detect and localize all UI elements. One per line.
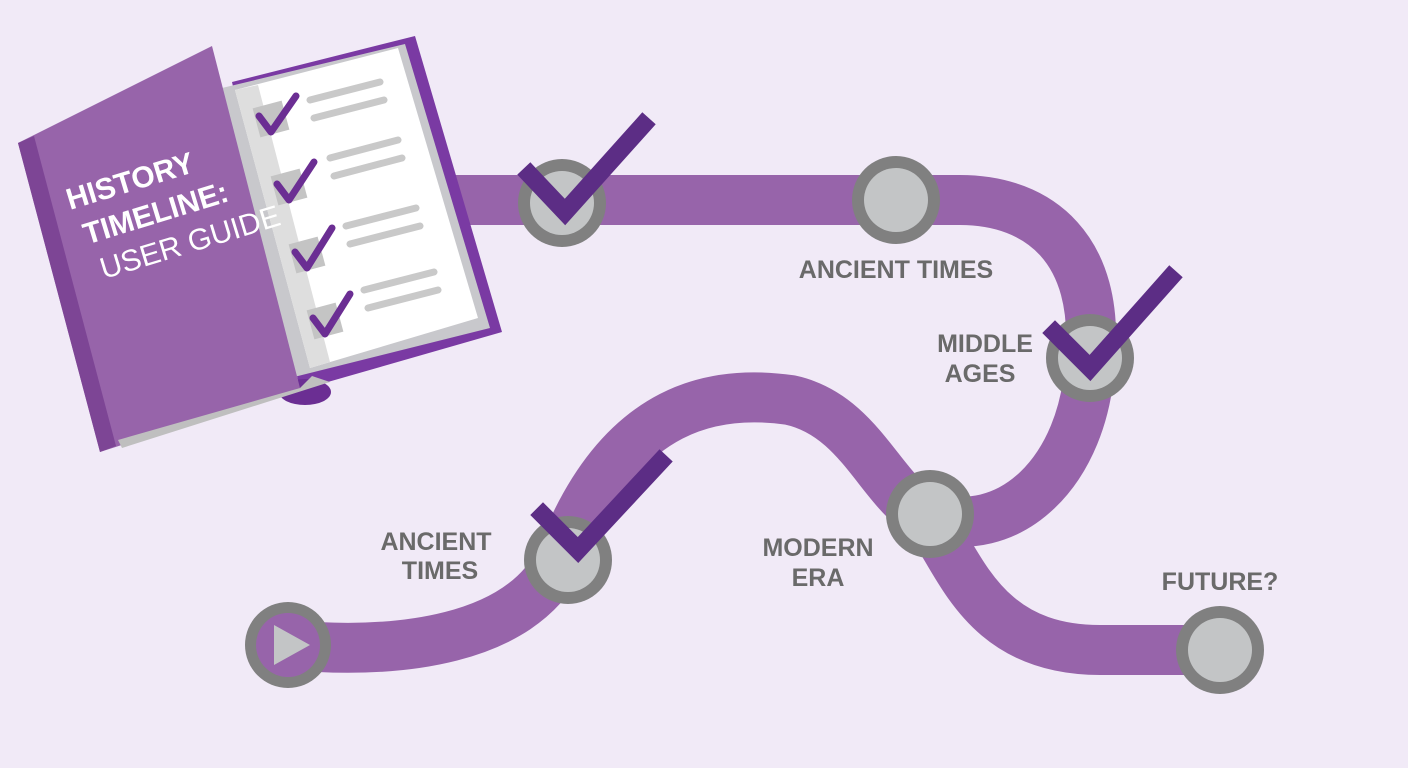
milestone-label-middle-ages: MIDDLE AGES [937, 330, 1033, 388]
book-gutter-shadow [235, 85, 330, 368]
label-line: ERA [792, 564, 845, 592]
label-line: AGES [945, 360, 1016, 388]
checklist-item [270, 136, 406, 206]
book-cover-edge [18, 136, 116, 452]
milestone-node-future[interactable] [1176, 606, 1264, 694]
checkmark-icon [517, 112, 656, 226]
checkmark-icon [309, 290, 354, 338]
label-line: MIDDLE [937, 330, 1033, 358]
checkmark-icon [1042, 265, 1183, 382]
label-line: ANCIENT TIMES [799, 256, 993, 284]
checkmark-icon [255, 92, 300, 136]
label-line: FUTURE? [1162, 568, 1279, 596]
checklist-item [252, 78, 388, 138]
checkmark-icon [291, 224, 336, 272]
checklist-item [288, 204, 424, 274]
checkmark-icon [530, 449, 673, 563]
milestone-node-modern-era[interactable] [886, 470, 974, 558]
label-line: ANCIENT [380, 528, 491, 556]
milestone-label-ancient-times-upper: ANCIENT TIMES [799, 256, 993, 284]
milestone-node-ancient-times-upper[interactable] [852, 156, 940, 244]
play-icon [274, 625, 310, 665]
checklist-item [306, 268, 442, 340]
milestone-label-ancient-times-lower: ANCIENT TIMES [380, 528, 491, 585]
start-node[interactable] [245, 602, 331, 688]
label-line: MODERN [762, 534, 873, 562]
label-line: TIMES [402, 557, 478, 585]
guide-book: HISTORY TIMELINE: USER GUIDE [18, 36, 502, 452]
book-checklist [252, 78, 442, 340]
milestone-label-modern-era: MODERN ERA [762, 534, 873, 592]
milestone-label-future: FUTURE? [1162, 568, 1279, 596]
book-page-curl [118, 376, 330, 448]
checkmark-icon [273, 158, 318, 204]
